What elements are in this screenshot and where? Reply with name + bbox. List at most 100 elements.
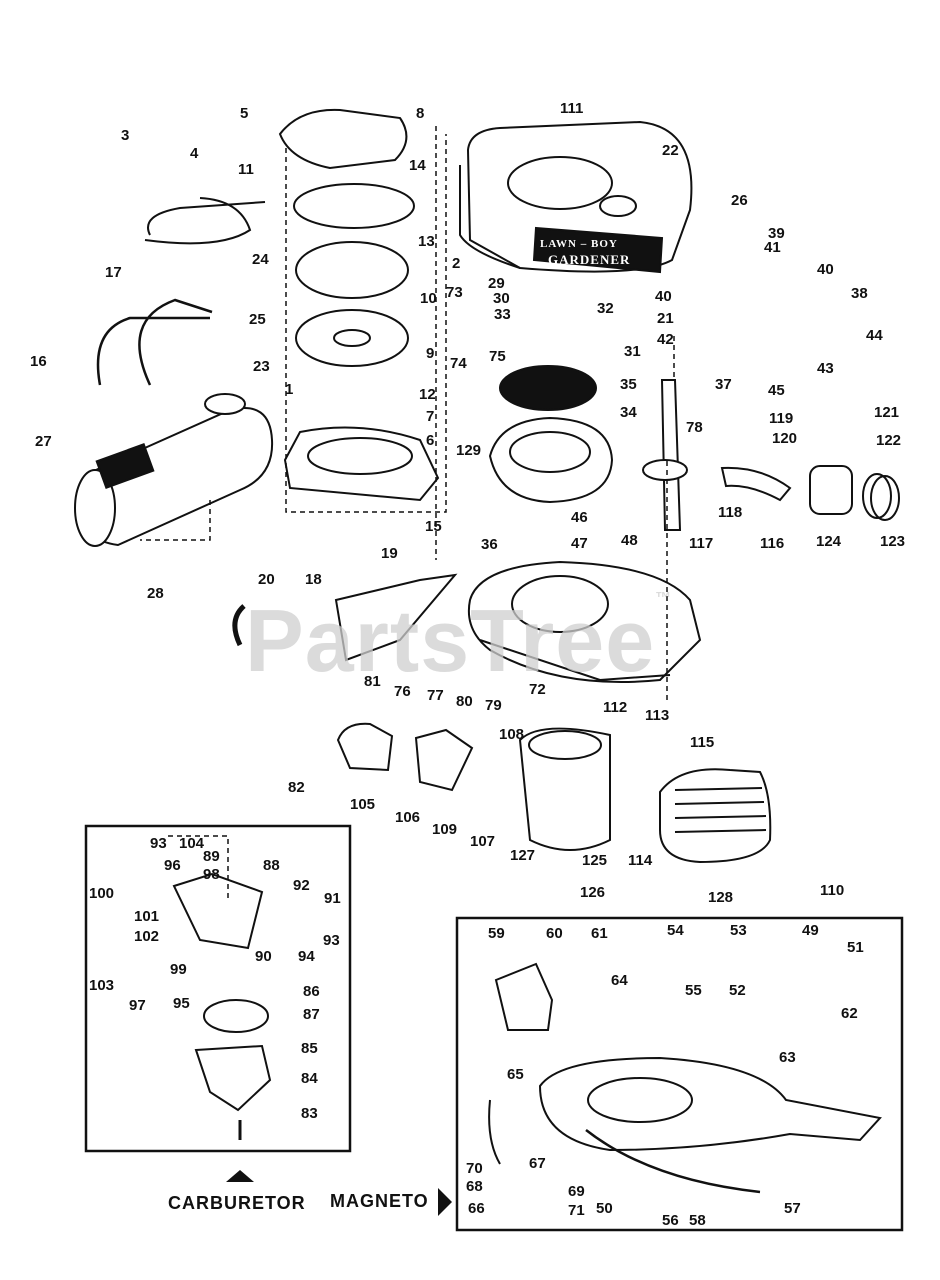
part-label-103: 103 <box>89 977 115 994</box>
part-label-83: 83 <box>301 1105 318 1122</box>
part-label-47: 47 <box>571 535 588 552</box>
part-label-119: 119 <box>769 410 794 427</box>
carb-float-bowl <box>172 872 264 950</box>
part-label-72: 72 <box>529 681 546 698</box>
part-label-93-top: 93 <box>150 835 167 852</box>
part-label-112: 112 <box>603 699 628 716</box>
part-label-9: 9 <box>426 345 435 362</box>
part-label-37: 37 <box>715 376 732 393</box>
blower-housing <box>459 120 693 274</box>
part-label-88: 88 <box>263 857 280 874</box>
part-label-8: 8 <box>416 105 425 122</box>
carburetor-inset-frame <box>84 824 352 1153</box>
spark-plug-lead <box>585 1129 761 1194</box>
part-label-100: 100 <box>89 885 115 902</box>
crankshaft <box>660 379 682 531</box>
part-label-84: 84 <box>301 1070 318 1087</box>
ignition-coil <box>494 962 554 1031</box>
part-label-28: 28 <box>147 585 164 602</box>
part-label-86: 86 <box>303 983 320 1000</box>
part-label-55: 55 <box>685 982 702 999</box>
magneto-caption: MAGNETO <box>330 1191 429 1211</box>
part-label-17: 17 <box>105 264 122 281</box>
part-label-64: 64 <box>611 972 628 989</box>
part-label-87: 87 <box>303 1006 320 1023</box>
intake-manifold <box>414 728 474 792</box>
part-label-108: 108 <box>499 726 525 743</box>
part-label-63: 63 <box>779 1049 796 1066</box>
part-label-19: 19 <box>381 545 398 562</box>
magneto-plate <box>468 560 702 683</box>
part-label-13: 13 <box>418 233 435 250</box>
part-label-45: 45 <box>768 382 785 399</box>
part-label-58: 58 <box>689 1212 706 1229</box>
part-label-39: 39 <box>768 225 785 242</box>
fuel-tank <box>74 393 274 547</box>
part-label-80: 80 <box>456 693 473 710</box>
part-label-77: 77 <box>427 687 444 704</box>
part-label-65: 65 <box>507 1066 524 1083</box>
part-label-121: 121 <box>874 404 900 421</box>
part-label-40-right: 40 <box>817 261 834 278</box>
connecting-rod <box>720 466 792 502</box>
part-label-40-left: 40 <box>655 288 672 305</box>
part-label-6: 6 <box>426 432 435 449</box>
part-label-20: 20 <box>258 571 275 588</box>
part-label-127: 127 <box>510 847 536 864</box>
magneto-caption-arrow <box>438 1188 452 1216</box>
part-label-38: 38 <box>851 285 868 302</box>
starter-disc-13 <box>295 241 409 299</box>
part-label-123: 123 <box>880 533 906 550</box>
part-label-57: 57 <box>784 1200 801 1217</box>
part-label-31: 31 <box>624 343 641 360</box>
part-label-94: 94 <box>298 948 315 965</box>
part-label-116: 116 <box>760 535 785 552</box>
part-label-124: 124 <box>816 533 842 550</box>
part-label-56: 56 <box>662 1212 679 1229</box>
part-label-49: 49 <box>802 922 819 939</box>
part-label-52: 52 <box>729 982 746 999</box>
part-label-96: 96 <box>164 857 181 874</box>
part-label-60: 60 <box>546 925 563 942</box>
part-label-89: 89 <box>203 848 220 865</box>
part-label-62: 62 <box>841 1005 858 1022</box>
part-label-30: 30 <box>493 290 510 307</box>
part-label-34: 34 <box>620 404 637 421</box>
part-label-53: 53 <box>730 922 747 939</box>
part-label-129: 129 <box>456 442 482 459</box>
part-label-122: 122 <box>876 432 902 449</box>
part-label-91: 91 <box>324 890 341 907</box>
part-label-101: 101 <box>134 908 160 925</box>
part-label-25: 25 <box>249 311 266 328</box>
part-label-81: 81 <box>364 673 381 690</box>
piston <box>809 465 853 515</box>
part-label-105: 105 <box>350 796 376 813</box>
carburetor-caption: CARBURETOR <box>168 1193 306 1213</box>
part-label-18: 18 <box>305 571 322 588</box>
part-label-36: 36 <box>481 536 498 553</box>
part-label-12: 12 <box>419 386 436 403</box>
housing-lettering-bottom: GARDENER <box>548 252 631 267</box>
cylinder-head <box>659 768 772 864</box>
part-label-29: 29 <box>488 275 505 292</box>
part-label-66: 66 <box>468 1200 485 1217</box>
part-label-90: 90 <box>255 948 272 965</box>
part-label-109: 109 <box>432 821 458 838</box>
part-label-98: 98 <box>203 866 220 883</box>
housing-lettering-top: LAWN – BOY <box>540 238 618 250</box>
part-label-5: 5 <box>240 105 249 122</box>
part-label-102: 102 <box>134 928 160 945</box>
part-label-79: 79 <box>485 697 502 714</box>
part-label-82: 82 <box>288 779 305 796</box>
tank-straps <box>96 298 213 386</box>
recoil-spring <box>293 183 415 229</box>
part-label-76: 76 <box>394 683 411 700</box>
part-label-92: 92 <box>293 877 310 894</box>
part-label-74: 74 <box>450 355 467 372</box>
part-label-117: 117 <box>689 535 714 552</box>
part-label-3: 3 <box>121 127 130 144</box>
part-label-59: 59 <box>488 925 505 942</box>
part-label-27: 27 <box>35 433 52 450</box>
